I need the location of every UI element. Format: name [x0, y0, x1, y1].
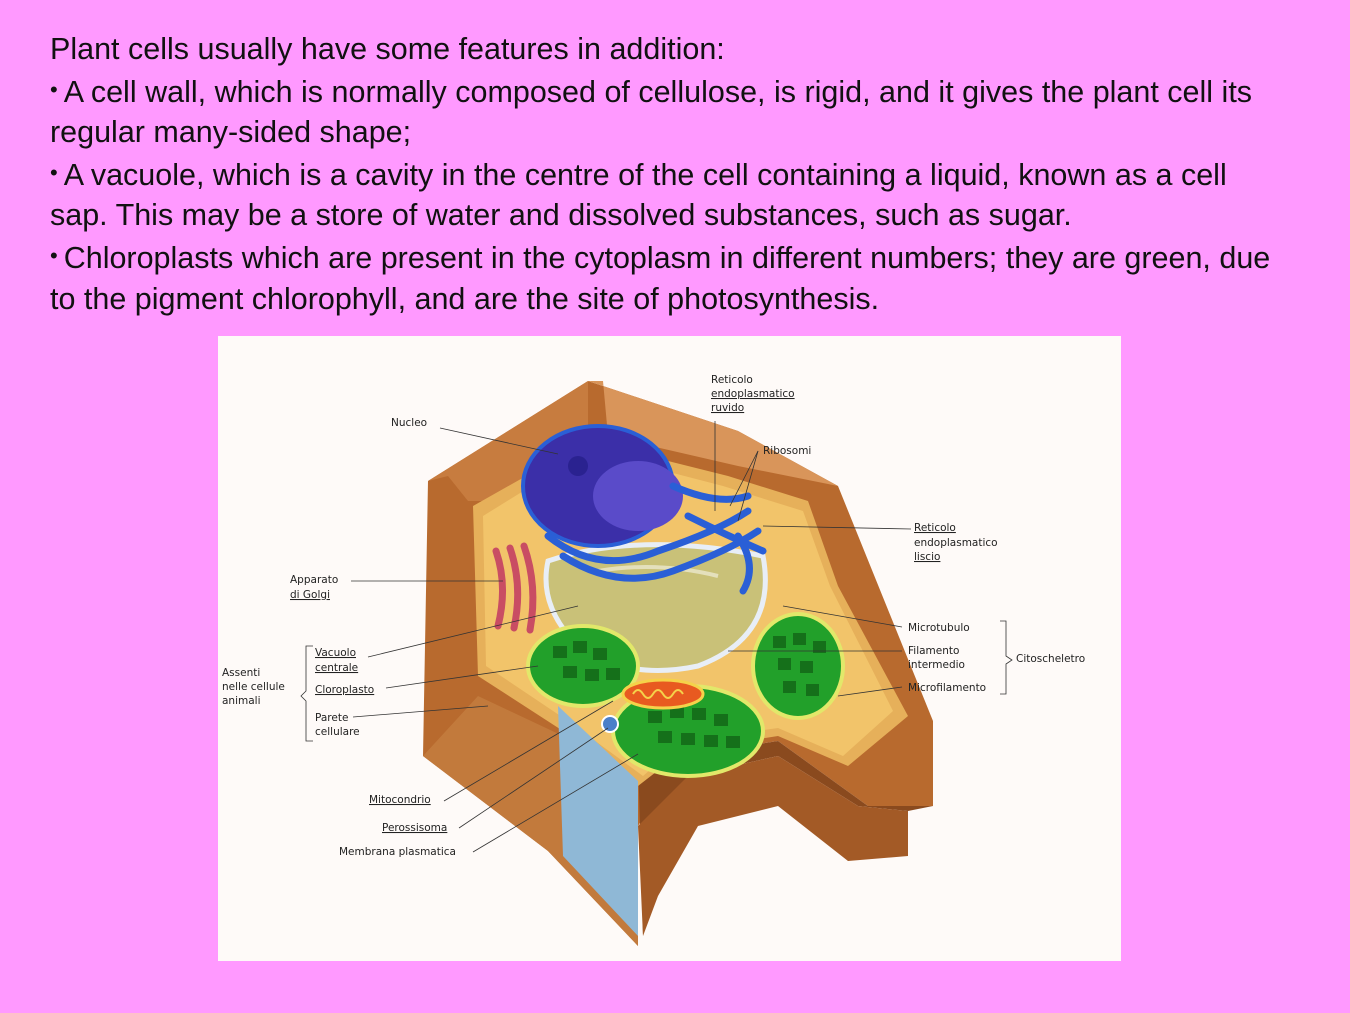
intro-line: Plant cells usually have some features i… — [50, 29, 1290, 70]
peroxisome — [602, 716, 618, 732]
label-golgi-2: di Golgi — [290, 589, 330, 601]
label-ser-1: Reticolo — [914, 522, 956, 534]
label-vacuolo-1: Vacuolo — [315, 647, 356, 659]
bullet-vacuole: •A vacuole, which is a cavity in the cen… — [50, 153, 1290, 236]
label-ser-3: liscio — [914, 551, 940, 563]
label-assenti-1: Assenti — [222, 667, 260, 679]
mitochondrion — [623, 680, 703, 708]
label-assenti-2: nelle cellule — [222, 681, 285, 693]
label-filamento-1: Filamento — [908, 645, 959, 657]
bullet-text: A cell wall, which is normally composed … — [50, 75, 1252, 150]
slide-text: Plant cells usually have some features i… — [50, 29, 1290, 319]
label-microfilamento: Microfilamento — [908, 682, 986, 694]
label-assenti-3: animali — [222, 695, 261, 707]
label-rer-3: ruvido — [711, 402, 744, 414]
bullet-mark: • — [50, 160, 58, 185]
bullet-text: A vacuole, which is a cavity in the cent… — [50, 158, 1227, 233]
label-citoscheletro: Citoscheletro — [1016, 653, 1085, 665]
label-nucleo: Nucleo — [391, 417, 427, 429]
label-filamento-2: intermedio — [908, 659, 965, 671]
label-parete-2: cellulare — [315, 726, 360, 738]
plant-cell-diagram: Nucleo Reticolo endoplasmatico ruvido Ri… — [218, 336, 1121, 961]
chloroplast-right — [753, 614, 843, 718]
label-mitocondrio: Mitocondrio — [369, 794, 431, 806]
label-vacuolo-2: centrale — [315, 662, 358, 674]
bullet-mark: • — [50, 77, 58, 102]
label-microtubulo: Microtubulo — [908, 622, 970, 634]
label-golgi-1: Apparato — [290, 574, 338, 586]
bullet-mark: • — [50, 243, 58, 268]
label-cloroplasto: Cloroplasto — [315, 684, 374, 696]
label-ser-2: endoplasmatico — [914, 537, 998, 549]
bullet-cell-wall: •A cell wall, which is normally composed… — [50, 70, 1290, 153]
plant-cell-svg: Nucleo Reticolo endoplasmatico ruvido Ri… — [218, 336, 1121, 961]
bullet-chloroplasts: •Chloroplasts which are present in the c… — [50, 236, 1290, 319]
label-membrana: Membrana plasmatica — [339, 846, 456, 858]
label-rer-1: Reticolo — [711, 374, 753, 386]
label-parete-1: Parete — [315, 712, 348, 724]
label-perossisoma: Perossisoma — [382, 822, 447, 834]
label-rer-2: endoplasmatico — [711, 388, 795, 400]
bullet-text: Chloroplasts which are present in the cy… — [50, 241, 1270, 316]
label-ribosomi: Ribosomi — [763, 445, 811, 457]
